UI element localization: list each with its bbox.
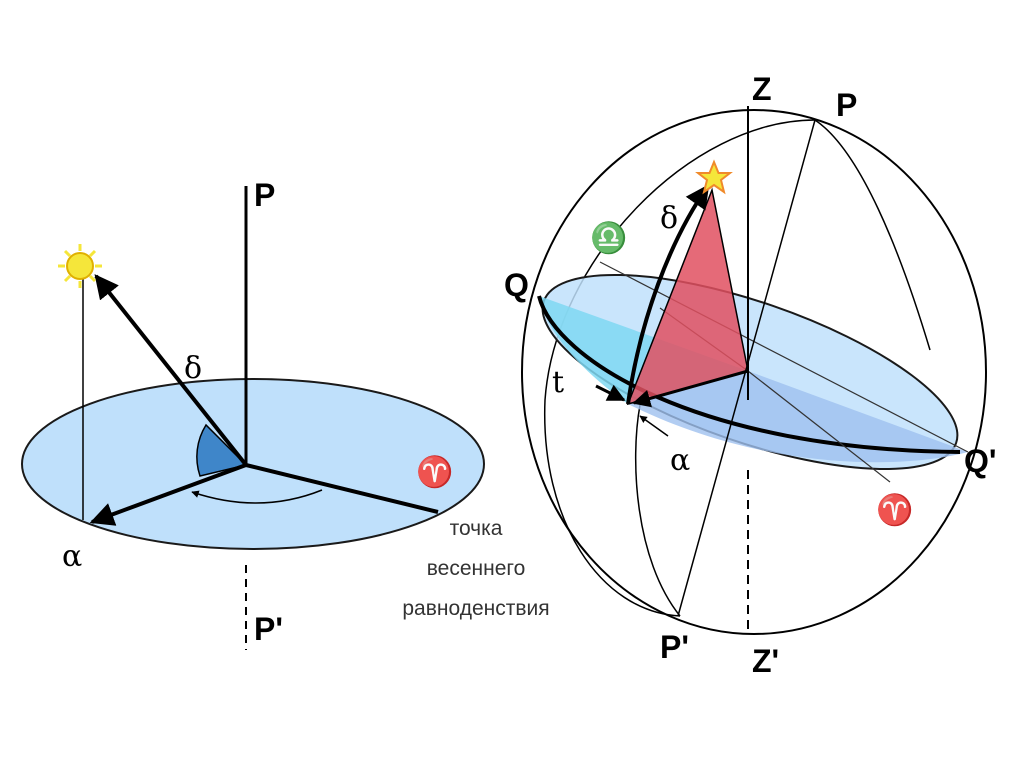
label-equator-right: Q' <box>964 443 997 479</box>
equatorial-plane <box>21 378 485 550</box>
celestial-sphere <box>521 109 987 635</box>
left-diagram: P P' δ α ♈ точка весеннего равноденствия <box>21 177 550 650</box>
star-vector <box>94 274 248 467</box>
alpha-small-arrow <box>639 415 669 437</box>
ascension-arc <box>191 489 323 504</box>
label-declination: δ <box>184 351 202 386</box>
label-vernal-point: ♈ <box>416 454 453 490</box>
note-line-3: равноденствия <box>402 597 549 620</box>
label-equator-left: Q <box>504 267 529 303</box>
right-diagram: Z Z' P P' Q Q' δ t α ♈ ♎ <box>504 71 997 679</box>
label-pole-south: P' <box>660 629 689 665</box>
label-right-ascension: α <box>62 539 82 574</box>
vernal-point-note: точка весеннего равноденствия <box>402 517 549 620</box>
label-hour-angle: t <box>552 365 564 400</box>
label-pole-south: P' <box>254 611 283 647</box>
hour-angle-arrow <box>595 384 626 402</box>
pole-axis <box>677 119 816 617</box>
alpha-sector <box>628 371 968 463</box>
hour-circle <box>634 404 681 617</box>
note-line-2: весеннего <box>427 557 526 580</box>
label-pole-north: P <box>254 177 275 213</box>
declination-sector <box>196 423 248 477</box>
label-right-ascension: α <box>670 443 690 478</box>
sun-icon <box>58 244 102 288</box>
note-line-1: точка <box>450 517 503 540</box>
meridian-curve <box>544 119 816 617</box>
label-vernal-point: ♈ <box>876 492 913 528</box>
label-zenith: Z <box>752 71 772 107</box>
declination-arc <box>626 184 710 405</box>
label-nadir: Z' <box>752 643 779 679</box>
star-icon <box>695 159 733 195</box>
inner-line-1 <box>599 261 969 453</box>
inner-line-2 <box>747 370 891 483</box>
alpha-vector <box>89 463 247 526</box>
label-pole-north: P <box>836 87 857 123</box>
label-autumnal-point: ♎ <box>590 220 627 256</box>
meridian-right <box>814 119 931 351</box>
alpha-arrow <box>632 369 749 408</box>
label-declination: δ <box>660 201 678 236</box>
vernal-vector <box>245 463 439 514</box>
